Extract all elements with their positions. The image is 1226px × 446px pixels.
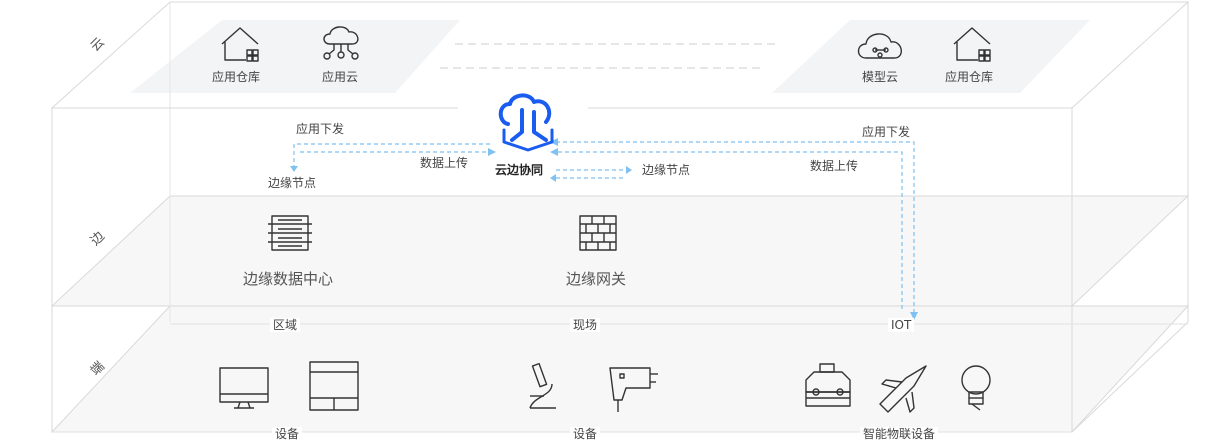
cloud-right-label-repo: 应用仓库	[945, 70, 994, 84]
edge-gateway-label: 边缘网关	[566, 270, 627, 288]
edge-datacenter-label: 边缘数据中心	[243, 270, 334, 288]
device-section-iot: IOT	[888, 318, 915, 332]
cloud-left-label-appcloud: 应用云	[322, 70, 359, 84]
lightbulb-icon	[961, 365, 991, 411]
airplane-icon	[879, 365, 927, 413]
microscope-icon	[529, 362, 556, 409]
cloud-right-label-model: 模型云	[862, 70, 899, 84]
cloud-edge-logo-icon	[498, 93, 554, 152]
center-label: 云边协同	[495, 163, 544, 177]
flow-middle-node: 边缘节点	[642, 163, 691, 177]
device-section-site: 现场	[570, 318, 601, 332]
drill-icon	[609, 367, 658, 412]
flow-left-up: 数据上传	[420, 156, 469, 170]
device-group-label-3: 智能物联设备	[860, 427, 939, 441]
cloud-panel-left	[130, 20, 460, 93]
device-group-label-1: 设备	[272, 427, 303, 441]
brick-wall-icon	[579, 215, 617, 251]
cloud-network-icon	[323, 26, 359, 60]
house-grid-icon	[221, 27, 259, 62]
device-group-label-2: 设备	[570, 427, 601, 441]
device-layer-top	[50, 305, 1190, 433]
monitor-icon	[219, 367, 269, 409]
flow-left-down: 应用下发	[296, 122, 345, 136]
flow-arrows	[293, 141, 915, 314]
flow-left-node: 边缘节点	[268, 176, 317, 190]
house-grid-icon	[953, 27, 991, 62]
cloud-nodes-icon	[857, 33, 902, 59]
panel-icon	[309, 361, 359, 411]
taxi-icon	[805, 363, 851, 407]
device-section-region: 区域	[270, 318, 301, 332]
edge-layer-top	[50, 195, 1190, 307]
flow-right-up: 数据上传	[810, 159, 859, 173]
cloud-panel-right	[772, 20, 1090, 93]
cloud-left-label-repo: 应用仓库	[212, 70, 261, 84]
server-rack-icon	[268, 215, 312, 251]
flow-right-down: 应用下发	[862, 125, 911, 139]
